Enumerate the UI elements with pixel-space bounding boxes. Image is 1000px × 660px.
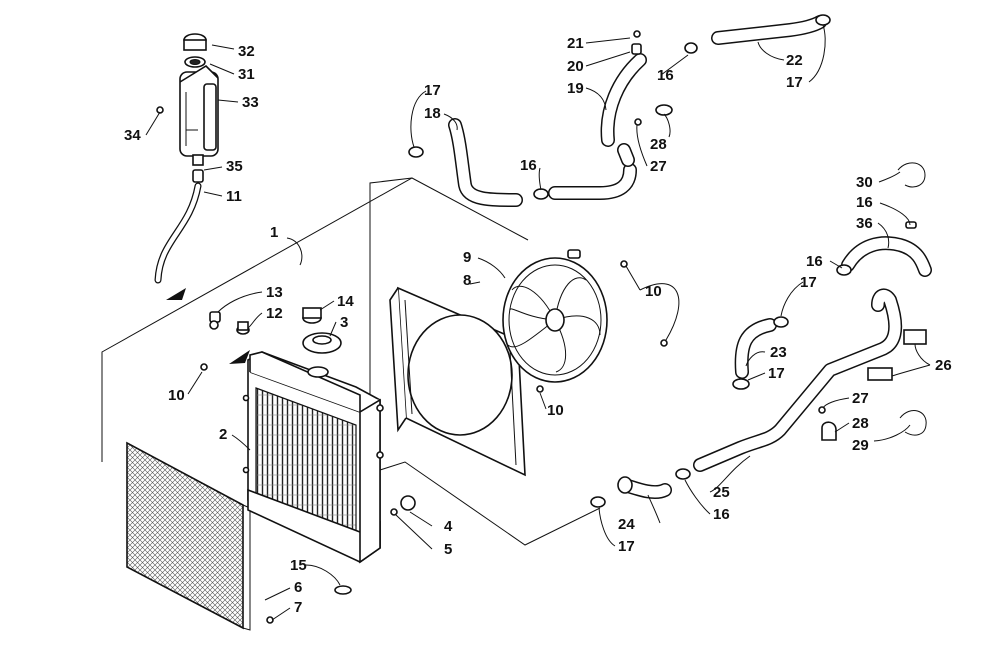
callout-20: 20 bbox=[567, 58, 584, 75]
hose-22 bbox=[711, 15, 827, 45]
callout-10-center: 10 bbox=[547, 402, 564, 419]
callout-36: 36 bbox=[856, 215, 873, 232]
callout-22: 22 bbox=[786, 52, 803, 69]
upper-hose bbox=[448, 118, 523, 207]
callout-30: 30 bbox=[856, 174, 873, 191]
callout-32: 32 bbox=[238, 43, 255, 60]
direction-arrow-2 bbox=[229, 350, 250, 364]
callout-16-b: 16 bbox=[657, 67, 674, 84]
callout-35: 35 bbox=[226, 158, 243, 175]
callout-21: 21 bbox=[567, 35, 584, 52]
small-fasteners bbox=[631, 30, 917, 441]
leader-lines bbox=[145, 24, 931, 621]
radiator-cap bbox=[302, 332, 342, 354]
hose-23 bbox=[734, 318, 777, 379]
callout-16-a: 16 bbox=[520, 157, 537, 174]
hose-36 bbox=[841, 236, 932, 277]
callout-29: 29 bbox=[852, 437, 869, 454]
mount-grommet bbox=[334, 585, 352, 595]
callout-17-c: 17 bbox=[800, 274, 817, 291]
callout-16-d: 16 bbox=[806, 253, 823, 270]
callout-28-a: 28 bbox=[650, 136, 667, 153]
overflow-cap bbox=[183, 33, 207, 68]
coolant-overflow-bottle bbox=[179, 64, 219, 166]
callout-17-b: 17 bbox=[786, 74, 803, 91]
hose-19 bbox=[548, 53, 647, 200]
callout-27-b: 27 bbox=[852, 390, 869, 407]
callout-19: 19 bbox=[567, 80, 584, 97]
callout-1: 1 bbox=[270, 224, 279, 241]
callout-2: 2 bbox=[219, 426, 228, 443]
callout-16-c: 16 bbox=[856, 194, 873, 211]
callout-4: 4 bbox=[444, 518, 453, 535]
foam-pads bbox=[867, 329, 927, 381]
radiator bbox=[242, 351, 384, 564]
fan-shroud bbox=[389, 286, 526, 477]
callout-27-a: 27 bbox=[650, 158, 667, 175]
hose-25 bbox=[693, 288, 903, 472]
callout-34: 34 bbox=[124, 127, 141, 144]
callout-16-e: 16 bbox=[713, 506, 730, 523]
callout-23: 23 bbox=[770, 344, 787, 361]
cooling-fan bbox=[502, 249, 608, 383]
assembly-outline bbox=[101, 177, 601, 546]
callout-31: 31 bbox=[238, 66, 255, 83]
small-hardware bbox=[209, 307, 322, 335]
screw-7 bbox=[266, 616, 274, 624]
hose-24 bbox=[617, 476, 672, 500]
radiator-screen bbox=[126, 441, 251, 631]
callout-15: 15 bbox=[290, 557, 307, 574]
mounting-screw bbox=[156, 106, 164, 114]
callout-17-d: 17 bbox=[768, 365, 785, 382]
callout-7: 7 bbox=[294, 599, 303, 616]
callout-10-left: 10 bbox=[168, 387, 185, 404]
fitting bbox=[192, 169, 204, 183]
callout-25: 25 bbox=[713, 484, 730, 501]
callout-14: 14 bbox=[337, 293, 354, 310]
callout-28-b: 28 bbox=[852, 415, 869, 432]
callout-5: 5 bbox=[444, 541, 453, 558]
callout-12: 12 bbox=[266, 305, 283, 322]
direction-arrow-1 bbox=[166, 288, 186, 300]
drain-plug bbox=[390, 495, 416, 516]
fan-screws bbox=[200, 260, 668, 393]
callout-24: 24 bbox=[618, 516, 635, 533]
callout-9: 9 bbox=[463, 249, 472, 266]
callout-11: 11 bbox=[226, 188, 242, 205]
callout-18: 18 bbox=[424, 105, 441, 122]
callout-17-e: 17 bbox=[618, 538, 635, 555]
overflow-hose bbox=[154, 182, 202, 284]
callout-26: 26 bbox=[935, 357, 952, 374]
callout-6: 6 bbox=[294, 579, 303, 596]
callout-13: 13 bbox=[266, 284, 283, 301]
callout-33: 33 bbox=[242, 94, 259, 111]
callout-3: 3 bbox=[340, 314, 349, 331]
callout-17-a: 17 bbox=[424, 82, 441, 99]
callout-8: 8 bbox=[463, 272, 472, 289]
callout-10-right: 10 bbox=[645, 283, 662, 300]
hose-clamps bbox=[408, 14, 927, 508]
